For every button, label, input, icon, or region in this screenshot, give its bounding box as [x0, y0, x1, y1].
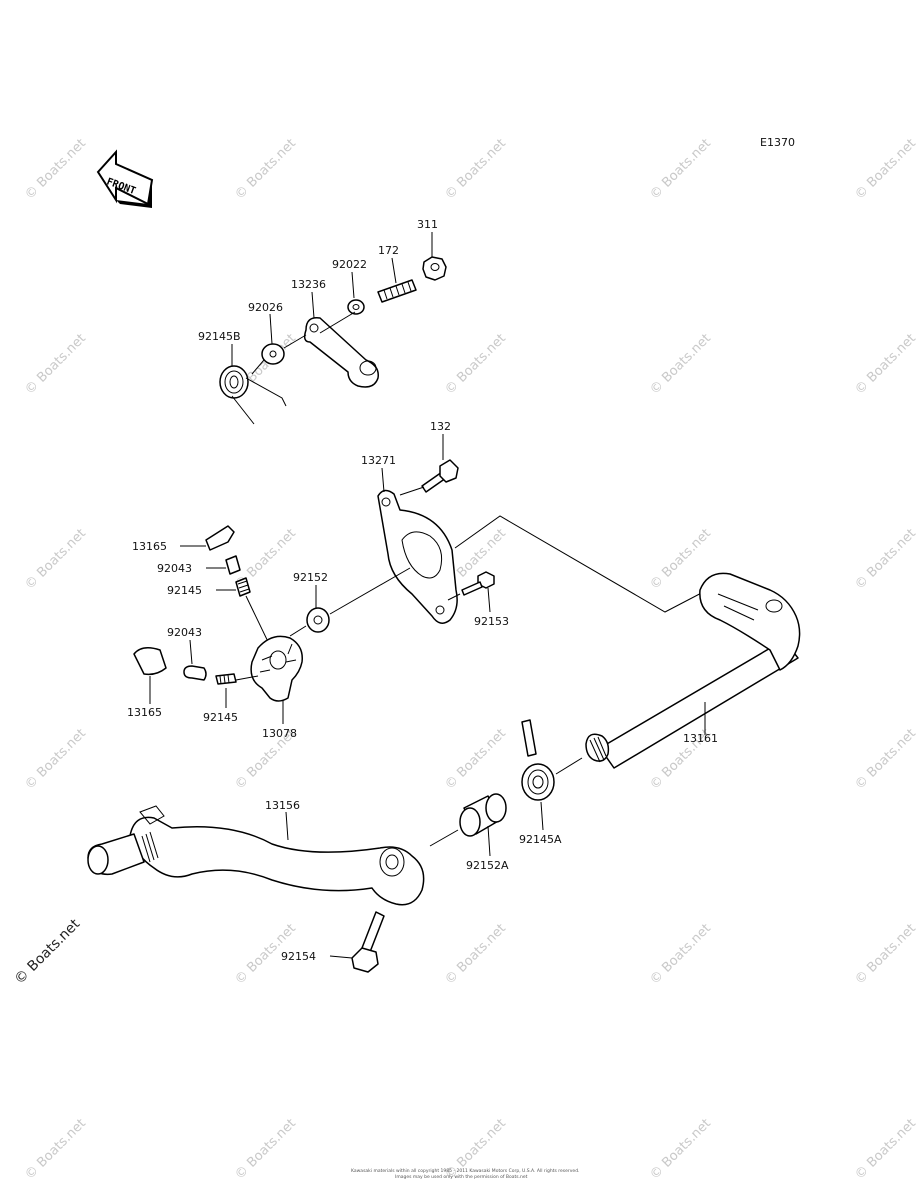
part-92152-washer: [306, 607, 330, 633]
part-92153-bolt: [461, 571, 495, 596]
label-92154: 92154: [281, 950, 316, 963]
part-92026-washer: [261, 343, 285, 365]
watermark: © Boats.net: [852, 136, 917, 203]
label-13156: 13156: [265, 799, 300, 812]
label-13161: 13161: [683, 732, 718, 745]
label-13236: 13236: [291, 278, 326, 291]
front-arrow-icon: FRONT: [96, 149, 154, 208]
part-13156-shift-pedal: [87, 805, 425, 906]
watermark: © Boats.net: [647, 331, 714, 398]
label-92145A: 92145A: [519, 833, 562, 846]
watermark: © Boats.net: [442, 726, 509, 793]
part-92152A-collar: [459, 793, 507, 837]
part-92043-pin-top: [225, 555, 241, 575]
part-172-stud: [377, 279, 417, 303]
watermark: © Boats.net: [647, 1116, 714, 1183]
part-92145B-spring: [219, 365, 287, 425]
label-92022: 92022: [332, 258, 367, 271]
part-92145-spring-top: [235, 577, 251, 597]
label-172: 172: [378, 244, 399, 257]
part-92145A-spring: [521, 719, 555, 801]
label-132: 132: [430, 420, 451, 433]
label-92145B: 92145B: [198, 330, 241, 343]
label-92026: 92026: [248, 301, 283, 314]
label-92145-bottom: 92145: [203, 711, 238, 724]
watermark: © Boats.net: [232, 1116, 299, 1183]
label-92152A: 92152A: [466, 859, 509, 872]
watermark: © Boats.net: [22, 331, 89, 398]
label-13078: 13078: [262, 727, 297, 740]
watermark: © Boats.net: [442, 921, 509, 988]
label-13165-left: 13165: [127, 706, 162, 719]
watermark: © Boats.net: [232, 136, 299, 203]
part-132-bolt: [421, 459, 459, 493]
label-13271: 13271: [361, 454, 396, 467]
watermark: © Boats.net: [852, 1116, 917, 1183]
part-92154-bolt: [351, 911, 385, 973]
label-92152: 92152: [293, 571, 328, 584]
part-92145-spring-bottom: [215, 673, 237, 685]
label-13165-top: 13165: [132, 540, 167, 553]
watermark: © Boats.net: [442, 136, 509, 203]
part-13078-ratchet: [250, 635, 303, 702]
part-92022-washer: [347, 299, 365, 315]
watermark: © Boats.net: [852, 921, 917, 988]
part-311-nut: [422, 256, 447, 281]
watermark: © Boats.net: [22, 526, 89, 593]
footer-copyright: Kawasaki materials within all copyright …: [351, 1168, 579, 1174]
part-13236-link-arm: [303, 317, 379, 388]
part-13271-guide-plate: [377, 489, 458, 624]
label-92043-left: 92043: [167, 626, 202, 639]
label-311: 311: [417, 218, 438, 231]
watermark: © Boats.net: [852, 726, 917, 793]
watermark: © Boats.net: [22, 136, 89, 203]
label-92153: 92153: [474, 615, 509, 628]
shaft-spline: [585, 733, 610, 763]
label-92145-top: 92145: [167, 584, 202, 597]
watermark: © Boats.net: [22, 726, 89, 793]
label-92043-top: 92043: [157, 562, 192, 575]
watermark: © Boats.net: [22, 1116, 89, 1183]
footer-permission: Images may be used only with the permiss…: [395, 1174, 528, 1180]
part-92043-pin-left: [183, 665, 207, 681]
watermark: © Boats.net: [852, 526, 917, 593]
watermark: © Boats.net: [12, 916, 84, 988]
watermark: © Boats.net: [442, 331, 509, 398]
watermark: © Boats.net: [647, 921, 714, 988]
diagram-code: E1370: [760, 136, 795, 149]
part-13161-shift-shaft: [585, 572, 801, 769]
part-13165-pawl-top: [205, 525, 235, 551]
watermark: © Boats.net: [852, 331, 917, 398]
part-13165-pawl-left: [133, 647, 167, 676]
watermark: © Boats.net: [647, 136, 714, 203]
